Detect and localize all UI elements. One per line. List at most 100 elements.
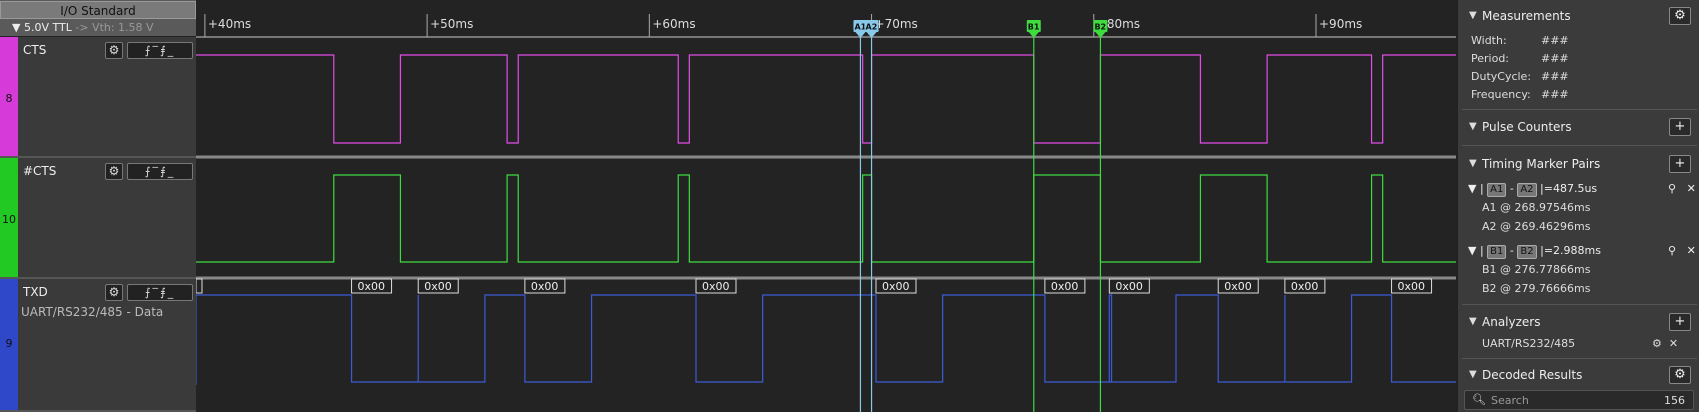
channel-name[interactable]: TXD: [23, 285, 48, 299]
measurement-width: Width:###: [1471, 34, 1569, 47]
frame-label-box: [524, 278, 566, 294]
frame-label-box: [351, 278, 393, 294]
timing-pairs-header[interactable]: ▼ Timing Marker Pairs +: [1458, 153, 1699, 175]
divider: [1462, 109, 1697, 110]
tick-label: +40ms: [208, 17, 251, 31]
marker-label: B2: [1094, 23, 1106, 32]
marker-tag: B2: [1517, 245, 1537, 259]
frame-label: 0x00: [1224, 280, 1252, 293]
gear-icon[interactable]: ⚙: [105, 284, 123, 301]
analyzers-header[interactable]: ▼ Analyzers +: [1458, 311, 1699, 333]
measurement-label: Frequency:: [1471, 88, 1531, 101]
divider: [1462, 304, 1697, 305]
triangle-down-icon[interactable]: ▼: [1469, 316, 1477, 327]
pair-value: |=487.5us: [1540, 182, 1598, 195]
marker-pointer: [1028, 32, 1039, 38]
gear-icon[interactable]: ⚙: [1652, 337, 1662, 350]
tick-label: +70ms: [875, 17, 918, 31]
triangle-down-icon[interactable]: ▼: [1468, 244, 1477, 257]
cts-waveform: [196, 54, 1456, 144]
frame-label-box: [695, 278, 737, 294]
pair-a2-time: A2 @ 269.46296ms: [1482, 220, 1591, 233]
triangle-down-icon[interactable]: ▼: [1469, 121, 1477, 132]
search-input[interactable]: [1491, 393, 1641, 408]
gear-icon[interactable]: ⚙: [105, 163, 123, 180]
triangle-down-icon[interactable]: ▼: [1468, 182, 1477, 195]
channel-number: 9: [5, 337, 13, 350]
measurement-value: ###: [1541, 88, 1569, 101]
triangle-down-icon[interactable]: ▼: [1469, 10, 1477, 21]
measurement-label: DutyCycle:: [1471, 70, 1532, 83]
measurement-value: ###: [1541, 70, 1569, 83]
measurement-value: ###: [1541, 52, 1569, 65]
result-count: 156: [1664, 394, 1685, 407]
marker-flag: [1026, 20, 1041, 32]
frame-label-box: [1391, 278, 1433, 294]
triangle-down-icon[interactable]: ▼: [1469, 158, 1477, 169]
io-standard-header[interactable]: I/O Standard ▼ 5.0V TTL -> Vth: 1.58 V: [0, 0, 196, 37]
trigger-buttons[interactable]: ⨍‾⨎_: [127, 42, 193, 59]
gear-icon[interactable]: ⚙: [105, 42, 123, 59]
channel-analyzer-label: UART/RS232/485 - Data: [21, 305, 164, 319]
pair-value: |=2.988ms: [1540, 244, 1601, 257]
channel-row-cts[interactable]: 8 CTS ⚙ ⨍‾⨎_: [0, 37, 196, 158]
frame-label-box: [1108, 278, 1150, 294]
marker-pointer: [866, 32, 877, 38]
frame-label-box: [1217, 278, 1259, 294]
channel-name[interactable]: CTS: [23, 43, 47, 57]
channel-row-txd[interactable]: 9 TXD UART/RS232/485 - Data ⚙ ⨍‾⨎_: [0, 279, 196, 412]
decoded-results-header[interactable]: ▼ Decoded Results ⚙: [1458, 364, 1699, 386]
frame-label: 0x00: [1051, 280, 1079, 293]
marker-pointer: [855, 32, 866, 38]
channel-number: 10: [2, 213, 16, 226]
close-icon[interactable]: ✕: [1686, 244, 1696, 257]
timing-pair-b[interactable]: ▼ | B1 - B2 |=2.988ms ⚲ ✕: [1468, 244, 1696, 259]
frame-label-box: [1044, 278, 1086, 294]
tick-label: +80ms: [1097, 17, 1140, 31]
timeline-ruler: [196, 0, 1456, 37]
plus-icon[interactable]: +: [1669, 118, 1691, 136]
ncts-waveform: [196, 174, 1456, 263]
marker-label: A1: [854, 23, 866, 32]
measurements-header[interactable]: ▼ Measurements ⚙: [1458, 5, 1699, 27]
channel-labels-panel: I/O Standard ▼ 5.0V TTL -> Vth: 1.58 V 8…: [0, 0, 196, 412]
marker-label: A2: [866, 23, 878, 32]
trigger-buttons[interactable]: ⨍‾⨎_: [127, 284, 193, 301]
analyzer-item[interactable]: UART/RS232/485 ⚙ ✕: [1482, 337, 1692, 350]
decoded-search-box[interactable]: 🔍︎ 156: [1464, 390, 1694, 410]
marker-tag: B1: [1487, 245, 1507, 259]
pair-b2-time: B2 @ 279.76666ms: [1482, 282, 1591, 295]
pulse-counters-title: Pulse Counters: [1482, 120, 1572, 134]
timing-pair-a[interactable]: ▼ | A1 - A2 |=487.5us ⚲ ✕: [1468, 182, 1696, 197]
frame-label-box: [875, 278, 917, 294]
measurements-title: Measurements: [1482, 9, 1571, 23]
close-icon[interactable]: ✕: [1686, 182, 1696, 195]
close-icon[interactable]: ✕: [1668, 337, 1679, 350]
marker-tag: A2: [1517, 183, 1537, 197]
marker-pointer: [1095, 32, 1106, 38]
plus-icon[interactable]: +: [1669, 313, 1691, 331]
plus-icon[interactable]: +: [1669, 155, 1691, 173]
pin-icon[interactable]: ⚲: [1668, 244, 1677, 257]
frame-label: 0x00: [424, 280, 452, 293]
channel-name[interactable]: #CTS: [23, 164, 57, 178]
marker-label: B1: [1028, 23, 1040, 32]
triangle-down-icon[interactable]: ▼: [1469, 369, 1477, 380]
marker-flag: [853, 20, 868, 32]
pulse-counters-header[interactable]: ▼ Pulse Counters +: [1458, 116, 1699, 138]
gear-icon[interactable]: ⚙: [1669, 7, 1691, 25]
frame-label-box: [196, 278, 203, 294]
frame-label-box: [1284, 278, 1326, 294]
pair-b1-time: B1 @ 276.77866ms: [1482, 263, 1591, 276]
io-standard-selector[interactable]: ▼ 5.0V TTL -> Vth: 1.58 V: [12, 20, 154, 36]
trigger-buttons[interactable]: ⨍‾⨎_: [127, 163, 193, 180]
pin-icon[interactable]: ⚲: [1668, 182, 1677, 195]
io-standard-title: I/O Standard: [0, 1, 196, 19]
frame-label-box: [417, 278, 459, 294]
gear-icon[interactable]: ⚙: [1669, 366, 1691, 384]
measurement-period: Period:###: [1471, 52, 1569, 65]
channel-row-ncts[interactable]: 10 #CTS ⚙ ⨍‾⨎_: [0, 158, 196, 279]
